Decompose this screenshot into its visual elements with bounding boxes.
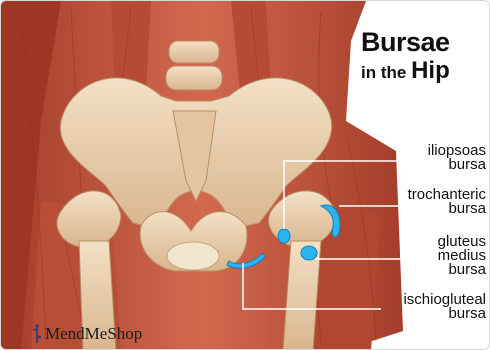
caduceus-icon: [31, 324, 43, 344]
label-trochanteric-line-2: bursa: [371, 202, 486, 216]
label-gluteus-medius-bursa: gluteus medius bursa: [396, 235, 486, 277]
label-iliopsoas-bursa: iliopsoas bursa: [376, 144, 486, 172]
label-gluteus-line-3: bursa: [396, 263, 486, 277]
iliopsoas-bursa-shape: [278, 229, 290, 243]
mendmeshop-logo: MendMeShop: [31, 323, 142, 345]
title-line-2: in the Hip: [361, 59, 490, 83]
label-iliopsoas-line-2: bursa: [376, 158, 486, 172]
gluteus-medius-bursa-shape: [301, 246, 317, 260]
logo-text: MendMeShop: [45, 324, 142, 344]
title-line-2-prefix: in the: [361, 63, 406, 82]
title-line-1: Bursae: [361, 27, 450, 57]
diagram-title: Bursae in the Hip: [361, 29, 490, 83]
title-line-2-emphasis: Hip: [411, 57, 450, 84]
label-ischiogluteal-bursa: ischiogluteal bursa: [371, 293, 486, 321]
label-ischiogluteal-line-2: bursa: [371, 307, 486, 321]
label-trochanteric-bursa: trochanteric bursa: [371, 188, 486, 216]
